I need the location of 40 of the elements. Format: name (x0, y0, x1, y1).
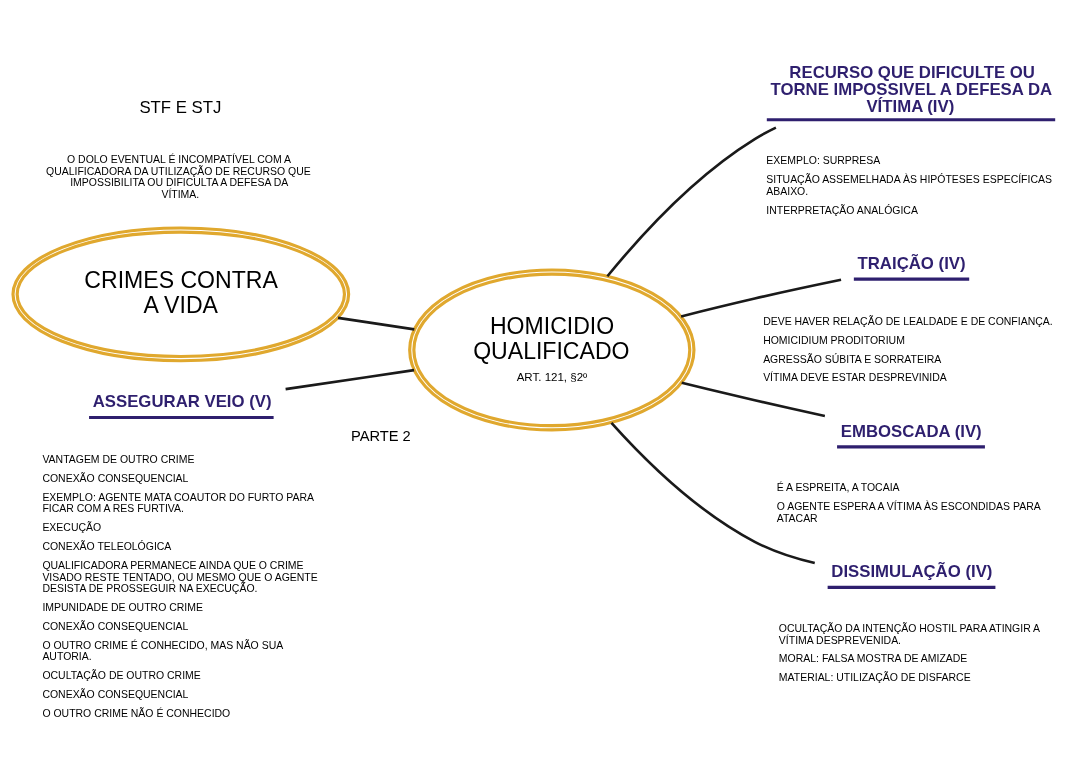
node-text: ASSEGURAR VEIO (V) (92, 391, 272, 411)
node-ellipse: HOMICIDIO QUALIFICADO ART. 121, §2º (408, 267, 696, 431)
node-label: SITUAÇÃO ASSEMELHADA ÀS HIPÓTESES ESPECÍFICAS ABAIXO. (766, 173, 1052, 197)
node-label: CONEXÃO CONSEQUENCIAL (42, 620, 189, 632)
node-text: DISSIMULAÇÃO (IV) (831, 561, 993, 581)
node-label: OCULTAÇÃO DE OUTRO CRIME (42, 669, 201, 681)
node-label: O OUTRO CRIME É CONHECIDO, MAS NÃO SUA AUTORIA. (42, 639, 284, 662)
connector (610, 421, 816, 564)
node-label: EXEMPLO: AGENTE MATA COAUTOR DO FURTO PARA FICAR COM A RES FURTIVA. (42, 491, 315, 514)
node-label: VÍTIMA DEVE ESTAR DESPREVINIDA (763, 371, 947, 383)
node-label: EXEMPLO: SURPRESA (766, 154, 881, 166)
node-ellipse: CRIMES CONTRA A VIDA (11, 225, 351, 362)
label: O DOLO EVENTUAL É INCOMPATÍVEL COM A QUALIFICADORA DA UTILIZAÇÃO DE RECURSO QUE IMPOSSIBILITA OU DIFICULTA A DEFESA DA VÍTIMA. (46, 153, 311, 200)
connector (606, 125, 777, 277)
node-label: O OUTRO CRIME NÃO É CONHECIDO (42, 707, 231, 719)
node-label: DEVE HAVER RELAÇÃO DE LEALDADE E DE CONFIANÇA. (763, 315, 1053, 327)
node-label: MORAL: FALSA MOSTRA DE AMIZADE (778, 652, 968, 664)
label: STF E STJ (139, 97, 222, 117)
node-label: QUALIFICADORA PERMANECE AINDA QUE O CRIME VISADO RESTE TENTADO, OU MESMO QUE O AGENTE DESISTA DE PROSSEGUIR NA EXECUÇÃO. (42, 559, 318, 594)
node-label: OCULTAÇÃO DA INTENÇÃO HOSTIL PARA ATINGIR A VÍTIMA DESPREVENIDA. (778, 622, 1041, 646)
node-label: CONEXÃO CONSEQUENCIAL (42, 472, 189, 484)
node-label: CONEXÃO CONSEQUENCIAL (42, 688, 189, 700)
node-label: AGRESSÃO SÚBITA E SORRATEIRA (763, 353, 942, 364)
node-label: INTERPRETAÇÃO ANALÓGICA (766, 204, 918, 216)
node-label: O AGENTE ESPERA A VÍTIMA ÀS ESCONDIDAS PARA ATACAR (776, 500, 1041, 524)
node-label: IMPUNIDADE DE OUTRO CRIME (42, 601, 203, 613)
node-text: EMBOSCADA (IV) (840, 421, 982, 441)
connector (337, 316, 415, 331)
connector (681, 380, 826, 417)
connector (680, 278, 842, 318)
connector (285, 368, 415, 390)
node-text: RECURSO QUE DIFICULTE OU TORNE IMPOSSIVEL A DEFESA DA VÍTIMA (IV) (770, 62, 1053, 116)
node-label: PARTE 2 (350, 427, 411, 444)
node-label: HOMICIDIUM PRODITORIUM (763, 334, 905, 346)
node-label: EXECUÇÃO (42, 521, 102, 533)
node-text: TRAIÇÃO (IV) (857, 253, 966, 273)
node-label: CONEXÃO TELEOLÓGICA (42, 540, 172, 552)
node-label: É A ESPREITA, A TOCAIA (776, 481, 900, 493)
node-label: VANTAGEM DE OUTRO CRIME (42, 453, 195, 465)
node-label: MATERIAL: UTILIZAÇÃO DE DISFARCE (778, 671, 971, 683)
